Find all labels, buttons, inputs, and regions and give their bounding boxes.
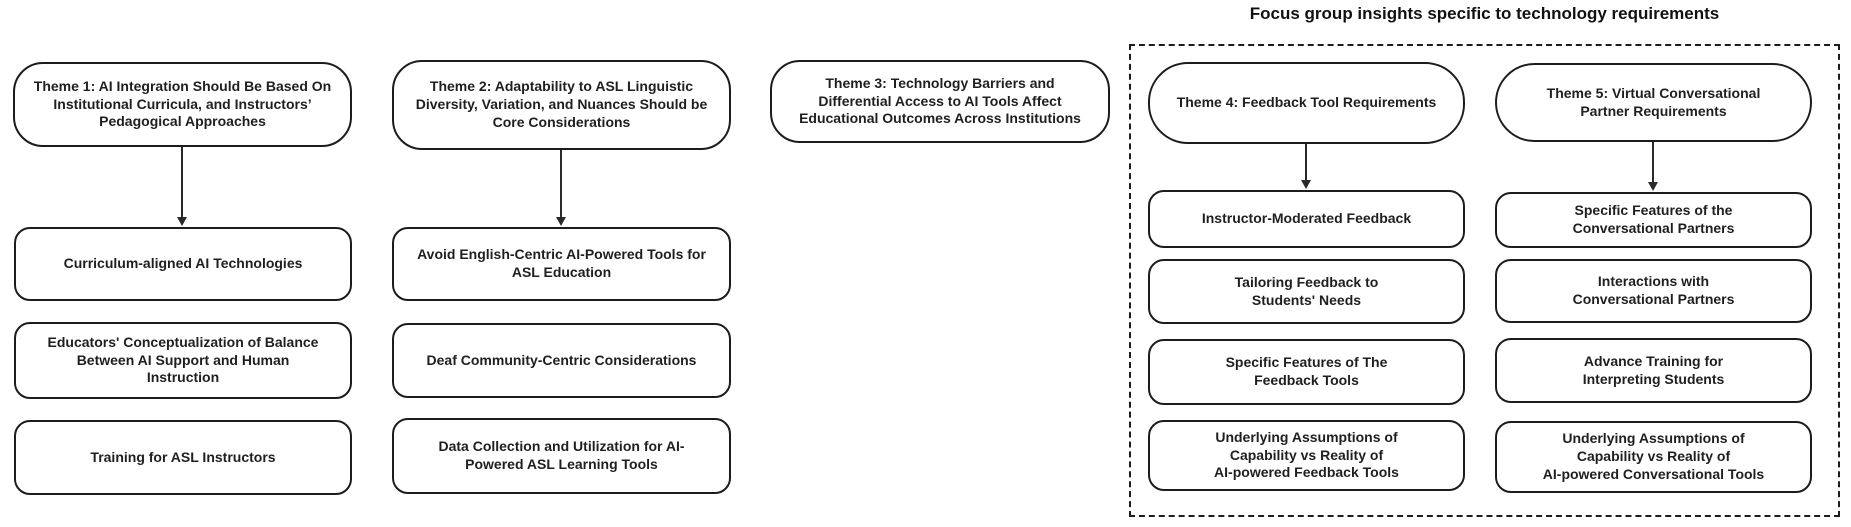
theme-2-child-3-box: Data Collection and Utilization for AI- … [392,418,731,494]
theme-2-box: Theme 2: Adaptability to ASL Linguistic … [392,60,731,150]
theme-2-child-1-box: Avoid English-Centric AI-Powered Tools f… [392,227,731,301]
theme-4-box: Theme 4: Feedback Tool Requirements [1148,62,1465,144]
theme-2-child-2-box: Deaf Community-Centric Considerations [392,323,731,398]
theme-4-child-2-box: Tailoring Feedback to Students' Needs [1148,259,1465,324]
theme-5-child-3-box: Advance Training for Interpreting Studen… [1495,338,1812,403]
theme-1-child-1-box: Curriculum-aligned AI Technologies [14,227,352,301]
arrow-theme-5-down [1652,142,1655,183]
focus-group-dashed-container [1129,44,1840,517]
theme-1-box: Theme 1: AI Integration Should Be Based … [13,62,352,147]
focus-group-title: Focus group insights specific to technol… [1249,4,1720,23]
theme-4-child-3-box: Specific Features of The Feedback Tools [1148,339,1465,405]
theme-4-child-4-box: Underlying Assumptions of Capability vs … [1148,420,1465,491]
theme-5-child-4-box: Underlying Assumptions of Capability vs … [1495,421,1812,493]
theme-3-box: Theme 3: Technology Barriers and Differe… [770,60,1110,143]
arrow-theme-1-down [181,147,184,218]
arrow-theme-4-down [1305,144,1308,181]
theme-4-child-1-box: Instructor-Moderated Feedback [1148,190,1465,248]
theme-5-box: Theme 5: Virtual Conversational Partner … [1495,63,1812,142]
theme-1-child-3-box: Training for ASL Instructors [14,420,352,495]
theme-5-child-2-box: Interactions with Conversational Partner… [1495,259,1812,323]
theme-5-child-1-box: Specific Features of the Conversational … [1495,192,1812,248]
theme-1-child-2-box: Educators' Conceptualization of Balance … [14,322,352,399]
arrow-theme-2-down [560,150,563,218]
